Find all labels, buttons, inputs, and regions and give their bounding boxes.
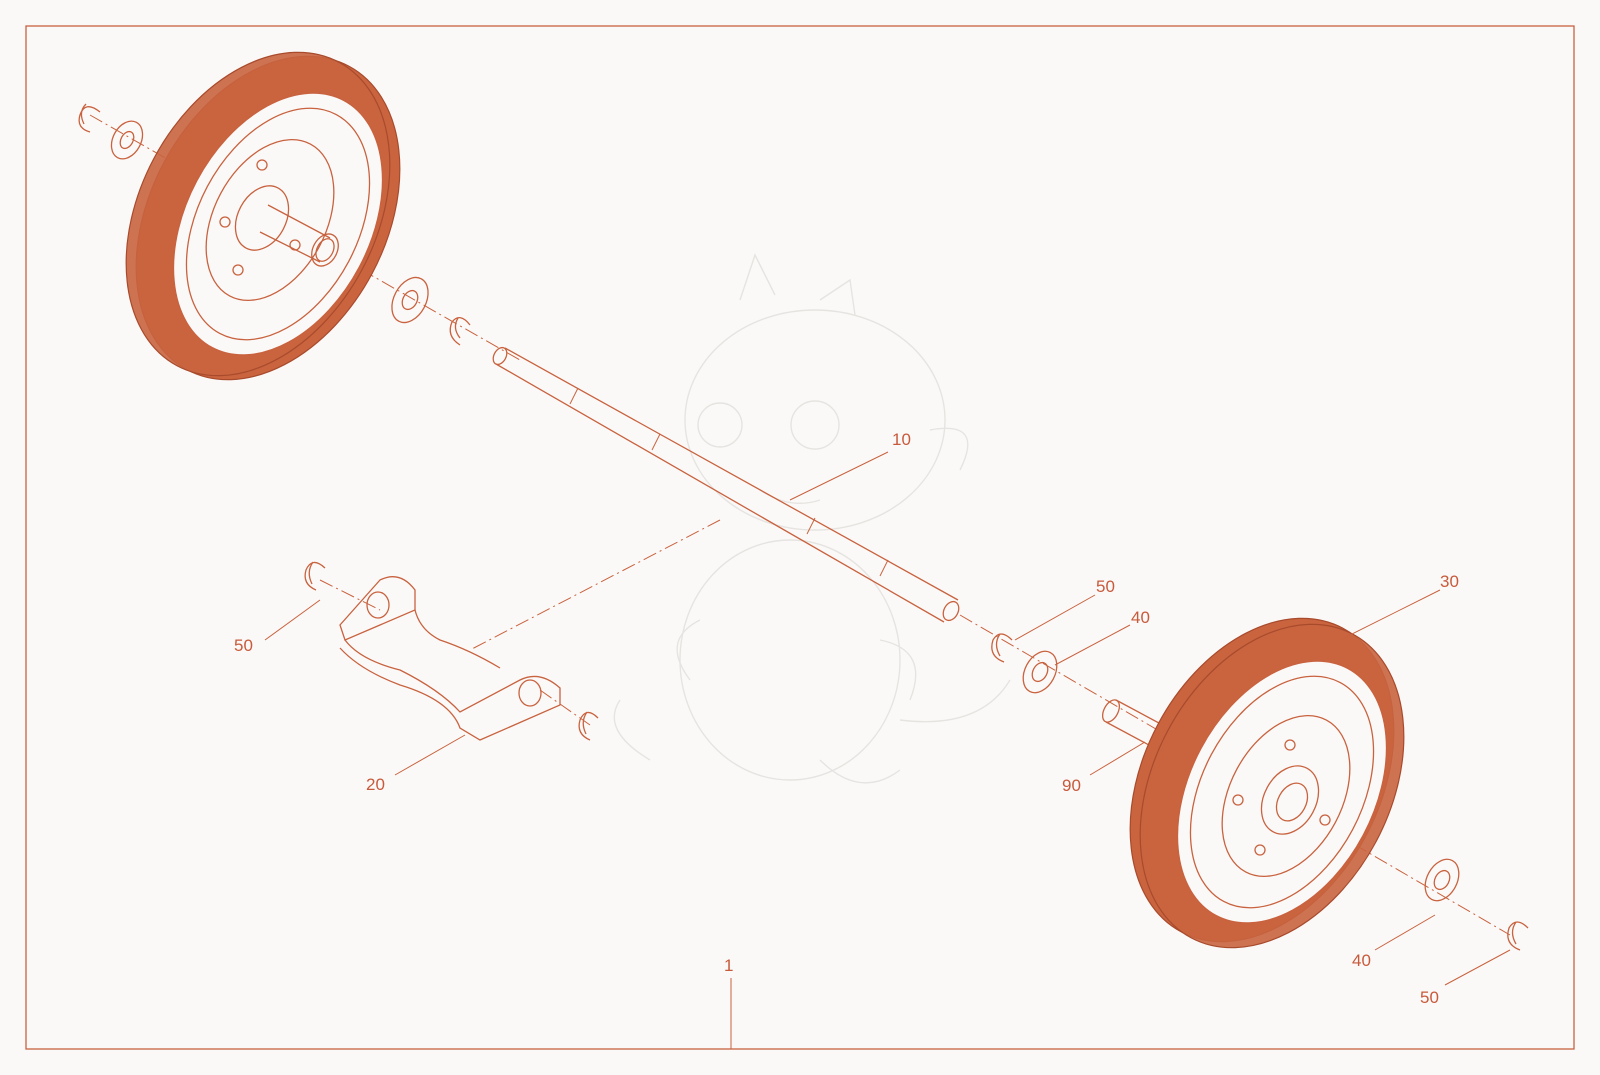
axis-line-bracket	[469, 519, 721, 651]
dragon-watermark	[613, 253, 1011, 784]
leader-line-50b	[1014, 594, 1096, 641]
callout-50-left: 50	[234, 636, 253, 655]
leader-line-50c	[1444, 949, 1511, 986]
washer-left-inner-hole	[401, 289, 419, 311]
washer-left-outer	[110, 120, 144, 160]
leader-line-40a	[1054, 624, 1131, 666]
washer-left-outer-hole	[119, 130, 135, 150]
callout-30: 30	[1440, 572, 1459, 591]
callout-1: 1	[724, 956, 733, 975]
diagram-frame	[25, 25, 1575, 1050]
e-clip-left-outer	[78, 103, 101, 133]
callout-10: 10	[892, 430, 911, 449]
washer-right-outer-hole	[1433, 869, 1451, 891]
callout-90: 90	[1062, 776, 1081, 795]
leader-line-50a	[264, 599, 321, 641]
washer-right-inner	[1022, 650, 1058, 694]
e-clip-bracket-left	[304, 561, 326, 591]
callout-50-middle: 50	[1096, 577, 1115, 596]
e-clip-right-outer	[1507, 921, 1529, 951]
axis-line-clip-right	[539, 689, 591, 726]
axle-shaft	[492, 346, 960, 623]
wheel-right	[1129, 617, 1405, 949]
callout-40-upper: 40	[1131, 608, 1150, 627]
leader-line-20	[394, 734, 466, 776]
mounting-bracket	[339, 576, 561, 741]
leader-line-90	[1089, 741, 1146, 776]
callout-20: 20	[366, 775, 385, 794]
e-clip-right-inner	[991, 633, 1013, 663]
callout-40-lower: 40	[1352, 951, 1371, 970]
washer-right-inner-hole	[1031, 661, 1049, 683]
wheel-left	[125, 51, 401, 381]
leader-line-40b	[1374, 914, 1436, 951]
axis-line-clip-left	[319, 579, 381, 611]
callout-50-lower: 50	[1420, 988, 1439, 1007]
e-clip-left-inner	[449, 317, 471, 346]
washer-left-inner	[391, 276, 429, 324]
leader-line-10	[789, 451, 889, 501]
leader-line-30	[1339, 589, 1441, 641]
washer-right-outer	[1424, 858, 1460, 902]
e-clip-bracket-right	[578, 711, 599, 741]
